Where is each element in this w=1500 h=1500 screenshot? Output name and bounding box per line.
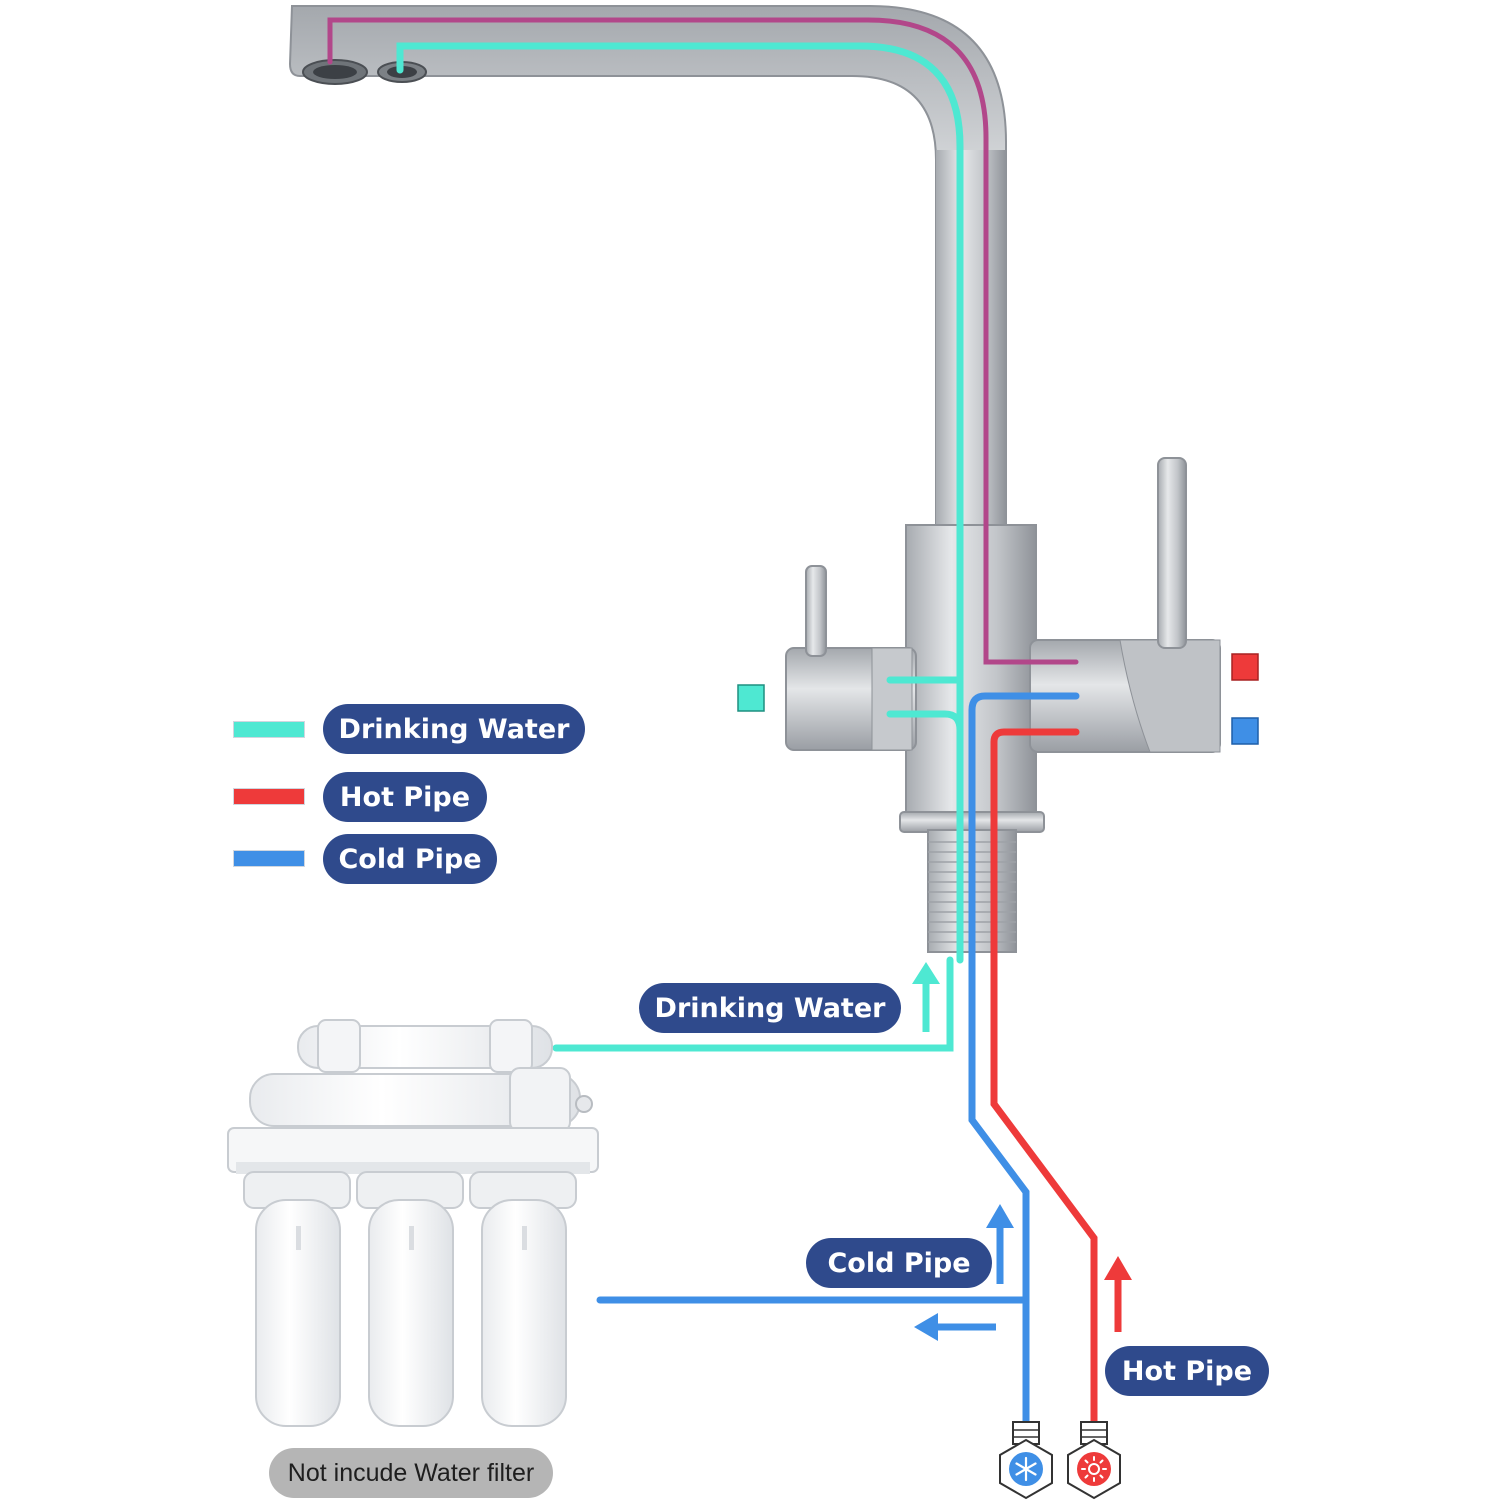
flow-arrows <box>912 962 1132 1341</box>
faucet-spout <box>288 5 1007 541</box>
filter-note: Not incude Water filter <box>269 1448 553 1498</box>
hot-marker <box>1231 653 1259 681</box>
drinking-marker <box>737 684 765 712</box>
cold-flow-line <box>968 692 1080 1438</box>
cold-left-arrow <box>914 1313 996 1341</box>
internal-flow-lines <box>327 17 1098 1438</box>
legend-label-cold-pipe: Cold Pipe <box>323 834 497 884</box>
legend-swatch-hot-pipe <box>233 788 305 805</box>
cold-marker <box>1231 717 1259 745</box>
drinking-feed-line <box>552 956 954 1052</box>
hot-up-arrow <box>1104 1256 1132 1332</box>
callout-cold-pipe: Cold Pipe <box>806 1238 992 1288</box>
callout-hot-pipe: Hot Pipe <box>1105 1346 1269 1396</box>
hot-valve <box>1067 1421 1121 1500</box>
drinking-arrow <box>912 962 940 1032</box>
legend-label-drinking-water: Drinking Water <box>323 704 585 754</box>
cold-up-arrow <box>986 1204 1014 1284</box>
callout-drinking-water: Drinking Water <box>639 983 901 1033</box>
legend-label-hot-pipe: Hot Pipe <box>323 772 487 822</box>
drinking-flow-line <box>396 42 964 964</box>
legend-swatch-drinking-water <box>233 721 305 738</box>
water-filter-illustration <box>227 1019 599 1427</box>
legend-swatch-cold-pipe <box>233 850 305 867</box>
hot-flow-line <box>990 728 1098 1438</box>
right-lever <box>1157 457 1187 649</box>
left-lever <box>805 565 827 657</box>
faucet-illustration <box>288 5 1221 953</box>
cold-valve <box>999 1421 1053 1500</box>
